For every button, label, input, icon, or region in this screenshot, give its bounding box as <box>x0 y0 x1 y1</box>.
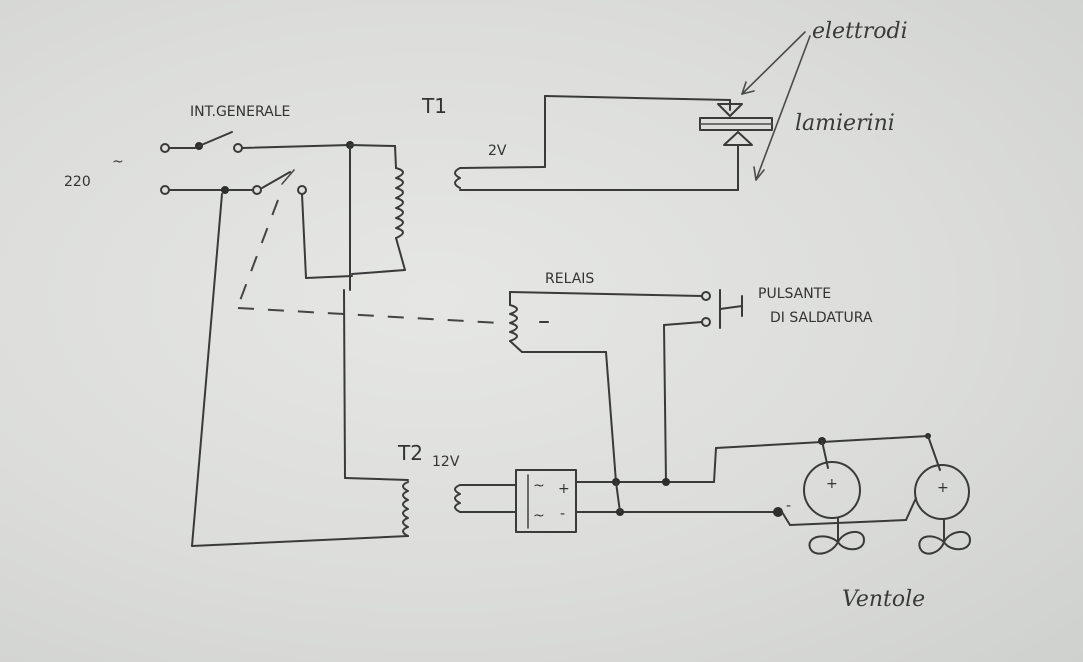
mains-voltage-label: 220 <box>64 174 91 190</box>
upper-electrode <box>717 103 743 117</box>
rectifier-ac2: ~ <box>533 508 545 524</box>
rectifier-minus: - <box>560 506 565 522</box>
t1-primary-coil <box>395 167 404 239</box>
fan-2-plus: + <box>937 480 949 496</box>
t1-voltage-label: 2V <box>488 143 507 159</box>
fan-1-minus: - <box>786 498 791 514</box>
rectifier-ac1: ~ <box>533 478 545 494</box>
t2-voltage-label: 12V <box>432 454 460 470</box>
rectifier-box <box>515 469 577 533</box>
relay-label: RELAIS <box>545 271 594 287</box>
fan-1: + - <box>786 461 865 555</box>
mains-terminal-bottom <box>160 185 170 195</box>
fan-2-motor <box>914 464 970 520</box>
electrodes-arrow-lower <box>755 35 811 181</box>
main-switch-label: INT.GENERALE <box>190 104 290 120</box>
mains-ac-symbol: ~ <box>112 154 124 170</box>
sheet-metal-label: lamierini <box>795 111 895 136</box>
t1-label: T1 <box>421 94 447 118</box>
fans-label: Ventole <box>842 587 925 612</box>
push-button-label-line2: DI SALDATURA <box>770 310 873 326</box>
fan-1-plus: + <box>826 476 838 492</box>
t1-secondary: T1 2V <box>421 94 739 191</box>
fan-2: + <box>914 464 971 555</box>
t1-secondary-coil <box>454 167 461 189</box>
fan-2-propeller <box>918 531 971 555</box>
t2-primary-coil <box>402 481 409 537</box>
rectifier-bridge: ~ ~ + - <box>515 469 775 533</box>
rectifier-plus: + <box>558 481 570 497</box>
mains-terminal-top <box>160 143 170 153</box>
welding-push-button: PULSANTE DI SALDATURA <box>663 286 873 483</box>
relay-coil <box>509 304 518 342</box>
fan-1-propeller <box>808 531 865 555</box>
push-button-label-line1: PULSANTE <box>758 286 831 302</box>
relay: RELAIS <box>509 271 703 483</box>
mains-input: 220 ~ <box>64 143 170 195</box>
fans: + - + Ventole <box>713 433 971 612</box>
electrodes-arrow-upper <box>741 31 806 95</box>
relay-mechanical-link <box>237 199 501 324</box>
electrodes-label: elettrodi <box>812 19 908 44</box>
t2-secondary-coil <box>454 484 461 513</box>
t1-primary <box>301 141 406 291</box>
main-switch: INT.GENERALE <box>168 104 351 195</box>
t2-label: T2 <box>397 441 423 465</box>
fan-1-motor <box>803 461 861 519</box>
t2-transformer: T2 12V <box>191 193 517 547</box>
electrodes: elettrodi lamierini <box>699 19 908 181</box>
lower-electrode <box>723 131 753 146</box>
relay-contact-blade <box>261 171 291 189</box>
main-switch-blade <box>198 131 233 147</box>
